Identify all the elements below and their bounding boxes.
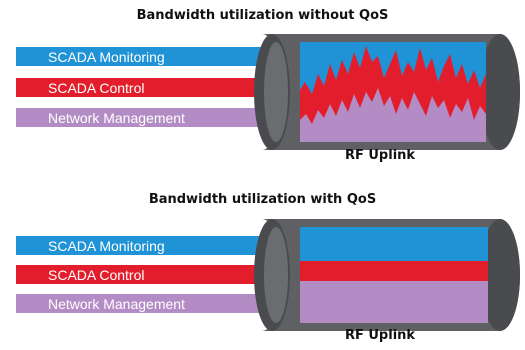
bottom-stream-monitoring: SCADA Monitoring bbox=[16, 236, 278, 255]
bottom-management-band bbox=[300, 281, 488, 323]
top-stream-management-label: Network Management bbox=[48, 110, 185, 126]
bottom-stream-control-label: SCADA Control bbox=[48, 267, 144, 283]
bottom-rf-uplink-cylinder bbox=[254, 219, 520, 331]
bottom-stream-control: SCADA Control bbox=[16, 265, 278, 284]
bottom-diagram: SCADA Monitoring SCADA Control Network M… bbox=[16, 219, 520, 331]
bottom-stream-management: Network Management bbox=[16, 294, 278, 313]
top-diagram-title: Bandwidth utilization without QoS bbox=[136, 8, 389, 23]
top-stream-monitoring-label: SCADA Monitoring bbox=[48, 49, 165, 65]
bottom-monitoring-band bbox=[300, 227, 488, 261]
bottom-stream-management-label: Network Management bbox=[48, 296, 185, 312]
top-rf-uplink-cylinder bbox=[254, 34, 520, 150]
top-stream-management: Network Management bbox=[16, 108, 278, 127]
top-stream-control: SCADA Control bbox=[16, 78, 278, 97]
bottom-diagram-title: Bandwidth utilization with QoS bbox=[148, 192, 377, 207]
top-stream-monitoring: SCADA Monitoring bbox=[16, 47, 278, 66]
top-diagram: SCADA Monitoring SCADA Control Network M… bbox=[16, 34, 520, 150]
bottom-stream-monitoring-label: SCADA Monitoring bbox=[48, 238, 165, 254]
top-stream-control-label: SCADA Control bbox=[48, 80, 144, 96]
bottom-control-band bbox=[300, 261, 488, 281]
bottom-uplink-label: RF Uplink bbox=[344, 328, 416, 343]
top-uplink-label: RF Uplink bbox=[344, 148, 416, 163]
top-management-usage bbox=[300, 88, 486, 142]
